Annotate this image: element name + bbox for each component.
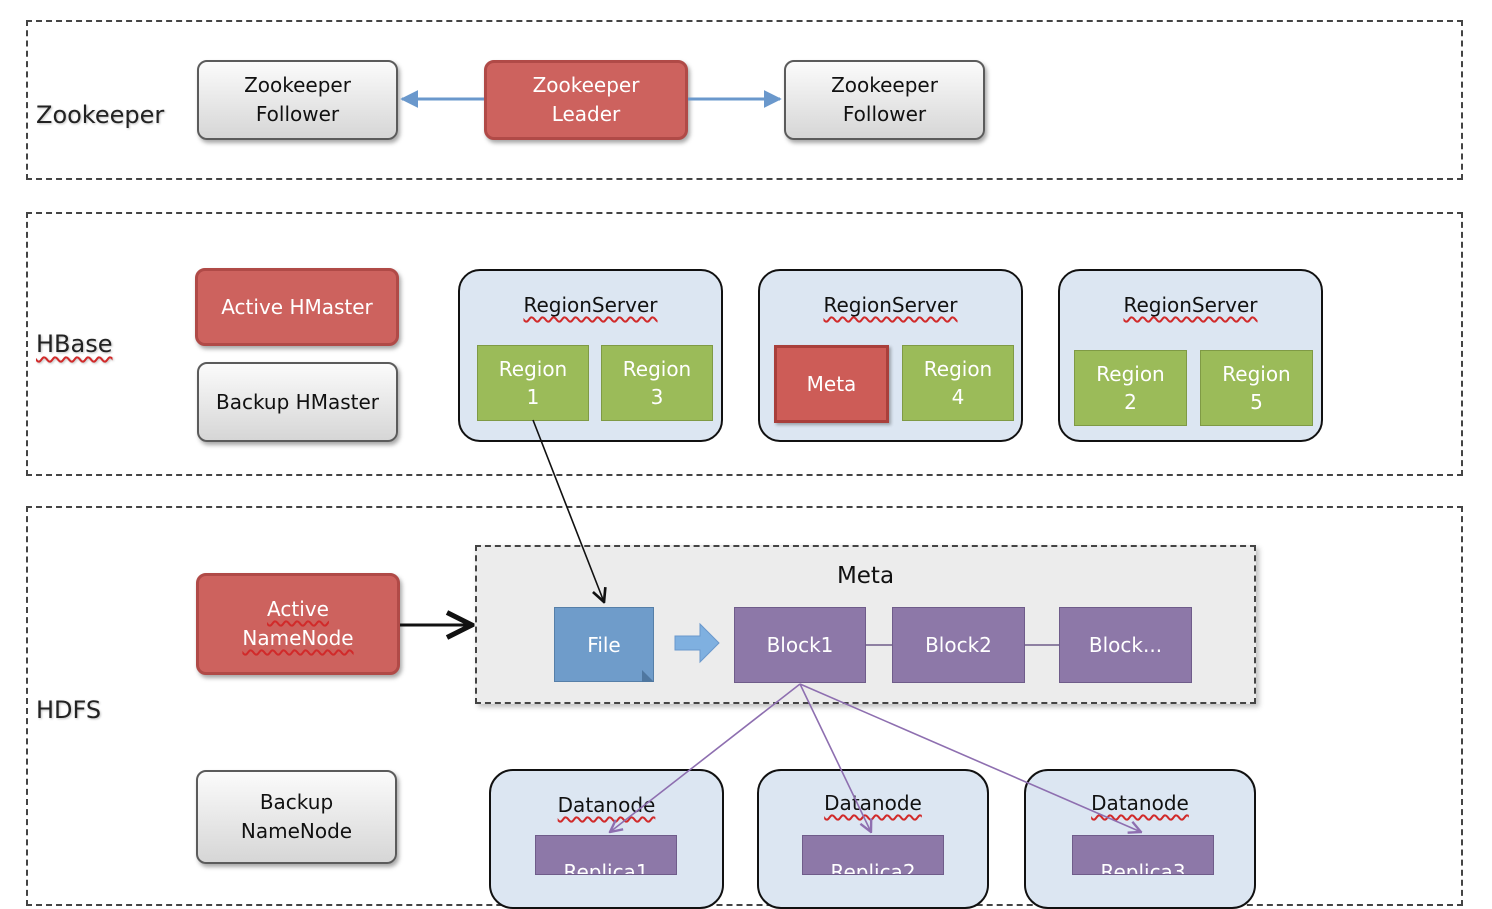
replica-label: Replica1 xyxy=(563,860,649,875)
file-fold-corner xyxy=(642,670,654,682)
file-label: File xyxy=(587,632,621,657)
replica-label: Replica3 xyxy=(1100,860,1186,875)
active-hmaster[interactable]: Active HMaster xyxy=(195,268,399,346)
region-5[interactable]: Region 5 xyxy=(1200,350,1313,426)
datanode-title: Datanode xyxy=(557,793,656,817)
region-1[interactable]: Region 1 xyxy=(477,345,589,421)
replica-2[interactable]: Replica2 xyxy=(802,835,944,875)
zookeeper-layer-label: Zookeeper xyxy=(36,101,165,129)
block-2[interactable]: Block2 xyxy=(892,607,1025,683)
zookeeper-leader[interactable]: Zookeeper Leader xyxy=(484,60,688,140)
datanode-title: Datanode xyxy=(1091,791,1189,815)
replica-label: Replica2 xyxy=(830,860,916,875)
meta-region[interactable]: Meta xyxy=(774,345,889,423)
file-node[interactable]: File xyxy=(554,607,654,682)
region-3[interactable]: Region 3 xyxy=(601,345,713,421)
region-server-1[interactable]: RegionServer Region 1 Region 3 xyxy=(458,269,723,442)
hdfs-layer-label: HDFS xyxy=(36,696,102,724)
datanode-title: Datanode xyxy=(824,791,922,815)
meta-group-title: Meta xyxy=(836,563,895,589)
region-server-title: RegionServer xyxy=(1123,293,1258,317)
backup-namenode-label: Backup NameNode xyxy=(240,790,353,843)
backup-namenode[interactable]: Backup NameNode xyxy=(196,770,397,864)
replica-3[interactable]: Replica3 xyxy=(1072,835,1214,875)
replica-1[interactable]: Replica1 xyxy=(535,835,677,875)
active-namenode-label: Active NameNode xyxy=(242,597,354,650)
region-server-title: RegionServer xyxy=(523,293,658,317)
active-hmaster-label: Active HMaster xyxy=(221,294,373,319)
hbase-layer-label: HBase xyxy=(36,330,113,358)
region-server-3[interactable]: RegionServer Region 2 Region 5 xyxy=(1058,269,1323,442)
region-server-title: RegionServer xyxy=(823,293,958,317)
backup-hmaster[interactable]: Backup HMaster xyxy=(197,362,398,442)
block-1[interactable]: Block1 xyxy=(734,607,866,683)
zookeeper-follower-right[interactable]: Zookeeper Follower xyxy=(784,60,985,140)
zookeeper-follower-left[interactable]: Zookeeper Follower xyxy=(197,60,398,140)
block-more[interactable]: Block... xyxy=(1059,607,1192,683)
backup-hmaster-label: Backup HMaster xyxy=(215,389,379,414)
active-namenode[interactable]: Active NameNode xyxy=(196,573,400,675)
region-2[interactable]: Region 2 xyxy=(1074,350,1187,426)
region-server-2[interactable]: RegionServer Meta Region 4 xyxy=(758,269,1023,442)
region-4[interactable]: Region 4 xyxy=(902,345,1014,421)
